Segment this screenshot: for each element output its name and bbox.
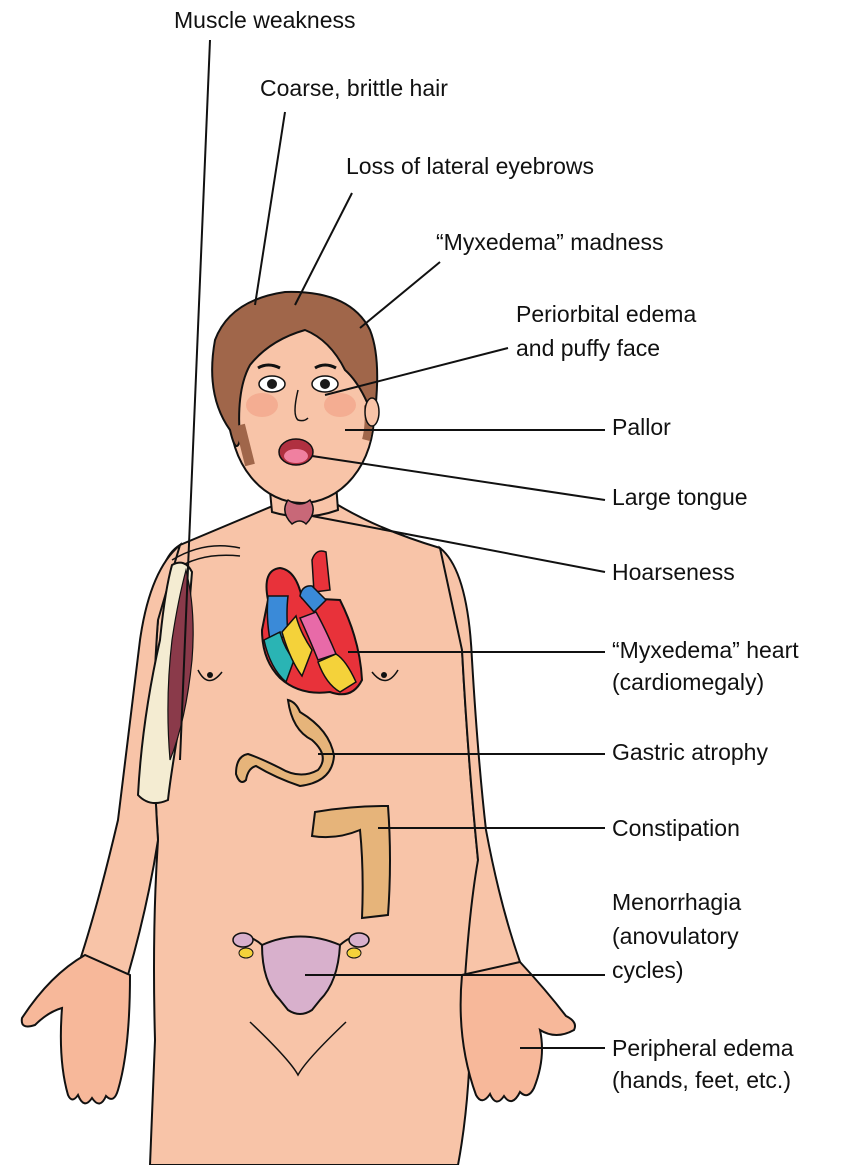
label-constipation: Constipation [612, 814, 740, 842]
left-hand [22, 955, 130, 1104]
label-hoarseness: Hoarseness [612, 558, 735, 586]
label-heart-line1: “Myxedema” heart [612, 636, 799, 664]
tongue [284, 449, 308, 463]
label-menorrhagia-line3: cycles) [612, 956, 684, 984]
leader-tongue [312, 456, 605, 500]
label-muscle-weakness: Muscle weakness [174, 6, 356, 34]
label-eyebrows: Loss of lateral eyebrows [346, 152, 594, 180]
leader-hair [255, 112, 285, 305]
leader-madness [360, 262, 440, 328]
label-menorrhagia-line2: (anovulatory [612, 922, 739, 950]
label-peripheral-edema-line1: Peripheral edema [612, 1034, 794, 1062]
right-ear [365, 398, 379, 426]
label-madness: “Myxedema” madness [436, 228, 664, 256]
label-pallor: Pallor [612, 413, 671, 441]
label-periorbital-line1: Periorbital edema [516, 300, 696, 328]
label-heart-line2: (cardiomegaly) [612, 668, 764, 696]
label-tongue: Large tongue [612, 483, 748, 511]
thyroid [285, 500, 313, 524]
right-hand [461, 962, 575, 1102]
label-gastric: Gastric atrophy [612, 738, 768, 766]
label-periorbital-line2: and puffy face [516, 334, 660, 362]
label-menorrhagia-line1: Menorrhagia [612, 888, 741, 916]
leader-eyebrows [295, 193, 352, 305]
label-peripheral-edema-line2: (hands, feet, etc.) [612, 1066, 791, 1094]
label-hair: Coarse, brittle hair [260, 74, 448, 102]
